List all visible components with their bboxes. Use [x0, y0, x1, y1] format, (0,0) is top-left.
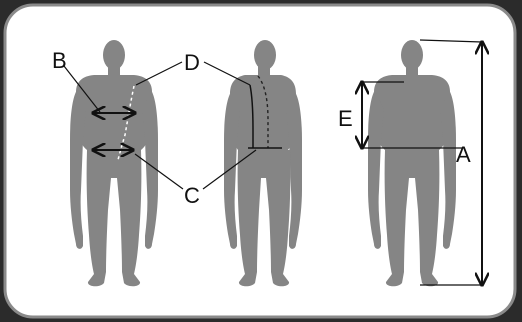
label-a: A — [456, 142, 471, 167]
label-b: B — [52, 48, 67, 73]
label-e: E — [338, 106, 353, 131]
label-d: D — [184, 50, 200, 75]
label-c: C — [184, 183, 200, 208]
